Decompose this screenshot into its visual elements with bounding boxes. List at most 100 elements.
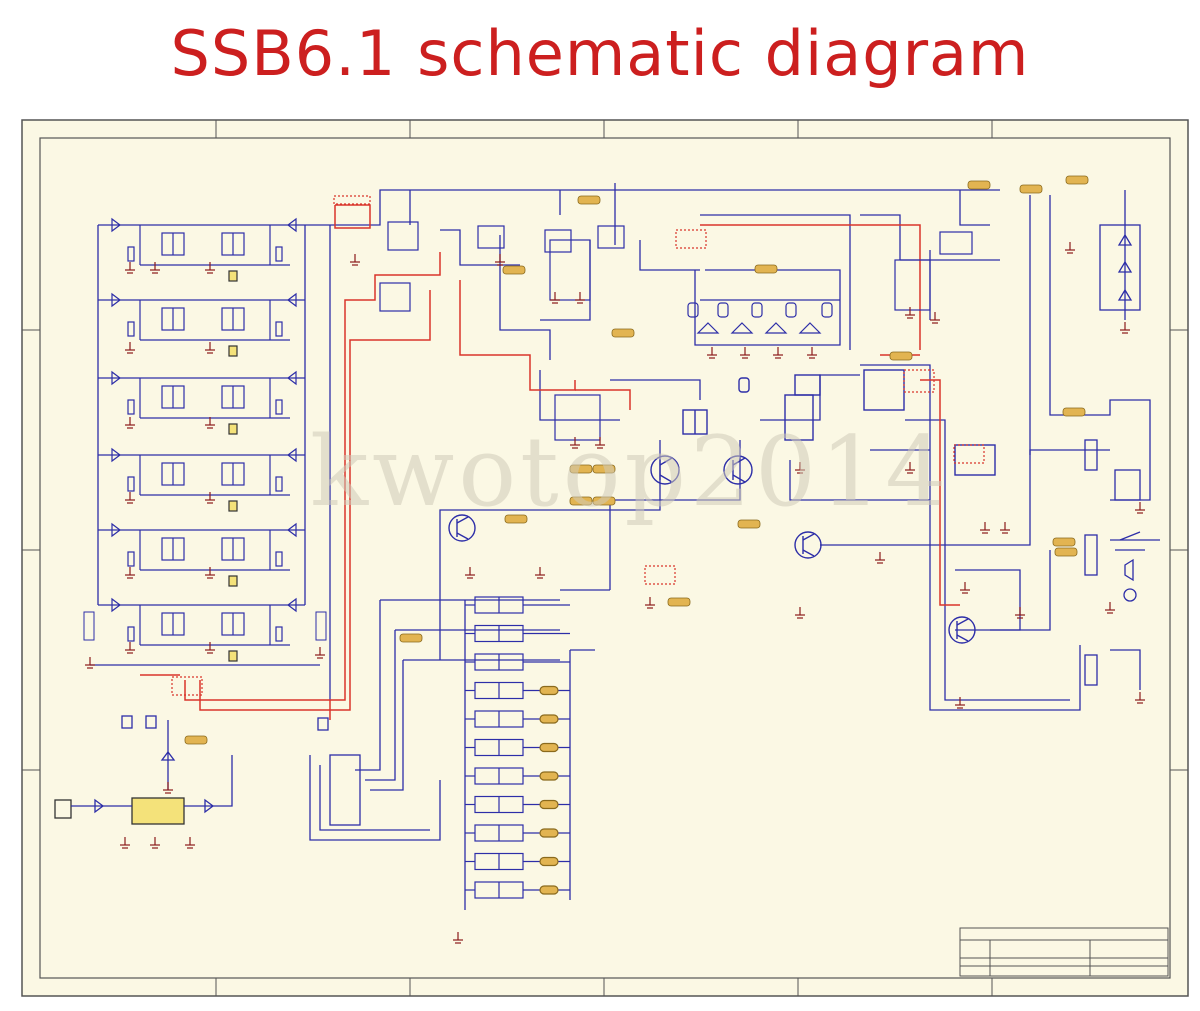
net-label (1052, 537, 1076, 547)
filter-stages (83, 217, 327, 662)
diode-icon (111, 292, 121, 308)
resistor-icon (127, 246, 135, 262)
diode-icon (287, 370, 297, 386)
relay-driver (465, 624, 570, 643)
resistor-icon (275, 626, 283, 642)
connector-icon (54, 799, 72, 819)
net-label (754, 264, 778, 274)
relay-driver (465, 653, 570, 671)
ground-icon (185, 837, 195, 849)
ground-icon (1000, 522, 1010, 534)
ground-icon (905, 307, 915, 319)
ground-icon (645, 597, 655, 609)
resistor-icon (275, 399, 283, 415)
filter-stage (98, 370, 305, 435)
ground-icon (795, 607, 805, 619)
net-label (399, 633, 423, 643)
net-label (502, 265, 526, 275)
diode-icon (287, 597, 297, 613)
diode-icon (287, 217, 297, 233)
diode-icon (287, 447, 297, 463)
diode-icon (287, 292, 297, 308)
title-block (959, 927, 1169, 977)
transistor-icon (723, 455, 753, 485)
ground-icon (205, 567, 215, 579)
resistor-icon (127, 321, 135, 337)
ground-icon (1135, 502, 1145, 514)
ground-icon (595, 437, 605, 449)
ground-icon (163, 782, 173, 794)
sheet-paper (21, 119, 1189, 997)
net-label (889, 351, 913, 361)
filter-stage (98, 292, 305, 357)
relay-driver (465, 795, 570, 814)
transistor-icon (948, 616, 976, 644)
ground-icon (707, 347, 717, 359)
ground-icon (85, 657, 95, 669)
regulator-ic (329, 754, 361, 826)
switch-icon (1115, 531, 1145, 551)
filter-stage (98, 447, 305, 512)
relay-driver (465, 710, 570, 728)
connector-icon (1084, 439, 1098, 471)
filter-stage (98, 217, 305, 282)
ground-icon (150, 262, 160, 274)
transformer-icon (83, 611, 95, 641)
speaker-icon (1124, 558, 1134, 582)
ground-icon (125, 567, 135, 579)
relay-driver (465, 881, 570, 899)
ground-icon (205, 262, 215, 274)
switch-icon (145, 715, 157, 729)
ground-icon (1105, 602, 1115, 614)
ground-icon (120, 837, 130, 849)
connector-icon (903, 369, 935, 393)
net-label (569, 464, 593, 474)
regulator-icon (131, 797, 185, 825)
resistor-icon (127, 551, 135, 567)
net-label (737, 519, 761, 529)
ground-icon (350, 254, 360, 266)
diagram-title: SSB6.1 schematic diagram (170, 17, 1030, 90)
resistor-icon (275, 321, 283, 337)
ground-icon (875, 552, 885, 564)
connector-icon (1084, 654, 1098, 686)
switch-icon (121, 715, 133, 729)
connectors (171, 195, 985, 696)
net-label (967, 180, 991, 190)
diode-icon (111, 370, 121, 386)
ground-icon (980, 522, 990, 534)
ic-mixer (784, 374, 821, 441)
ground-icon (1015, 607, 1025, 619)
transformer-icon (682, 409, 708, 435)
ground-icon (960, 582, 970, 594)
connector-icon (1084, 534, 1098, 576)
resistor-icon (275, 551, 283, 567)
watermark: kwotop2014 (310, 416, 950, 528)
bandpass-filter-bank (90, 224, 331, 700)
net-label (504, 514, 528, 524)
diode-icon (111, 447, 121, 463)
ground-icon (773, 347, 783, 359)
ground-icon (125, 417, 135, 429)
border-zone-ticks (22, 120, 1188, 996)
net-labels (184, 175, 1089, 745)
transistor-icon (794, 531, 822, 559)
net-label (611, 328, 635, 338)
ground-icon (550, 292, 560, 304)
ground-icon (205, 492, 215, 504)
ground-icon (150, 837, 160, 849)
net-label (667, 597, 691, 607)
ground-icon (125, 492, 135, 504)
resistor-icon (127, 476, 135, 492)
ground-icon (807, 347, 817, 359)
ground-icon (930, 312, 940, 324)
ground-icon (955, 697, 965, 709)
resistor-icon (127, 399, 135, 415)
resistor-icon (275, 246, 283, 262)
net-label (1065, 175, 1089, 185)
relay-driver (465, 738, 570, 757)
net-label (592, 496, 616, 506)
ground-icon (205, 342, 215, 354)
relay-driver (465, 681, 570, 700)
net-label (1019, 184, 1043, 194)
